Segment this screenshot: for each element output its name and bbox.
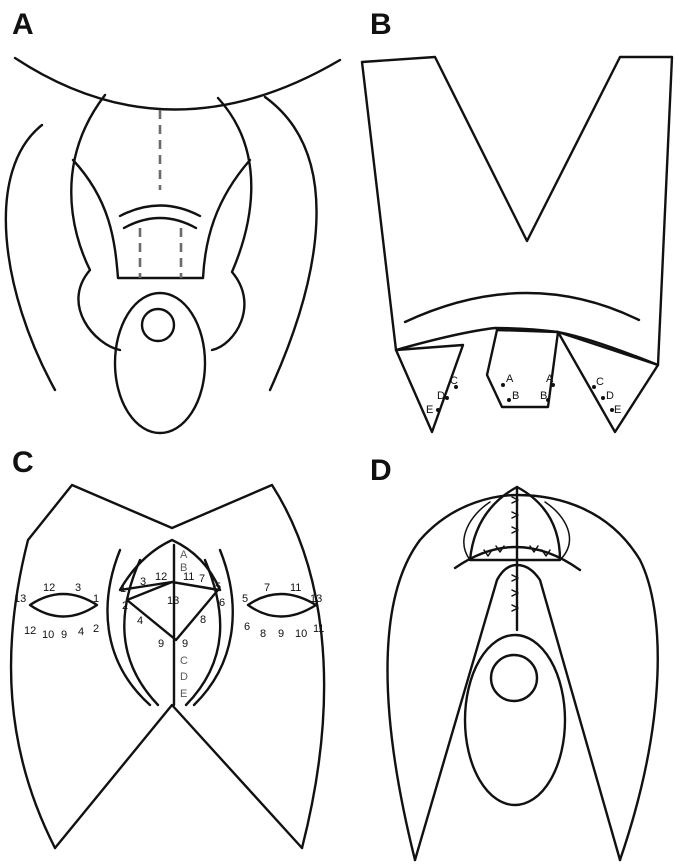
panel-c-diamond xyxy=(127,582,218,640)
panel-b-v-flap xyxy=(362,57,672,365)
panel-b-dot-d-left xyxy=(445,396,449,400)
panel-c: C A B C D E 13 12 3 1 12 10 9 4 2 xyxy=(11,446,324,848)
panel-c-inner-v xyxy=(55,705,302,848)
panel-b-label-c-right: C xyxy=(596,376,604,388)
panel-c-num-10-right: 10 xyxy=(295,628,307,640)
panel-b-dot-b-left xyxy=(507,398,511,402)
panel-c-curve-1 xyxy=(108,550,150,705)
panel-c-num-3-center: 3 xyxy=(140,576,146,588)
panel-b-label-c-left: C xyxy=(450,375,458,387)
panel-c-num-12-center: 12 xyxy=(155,571,167,583)
panel-c-num-11-center: 11 xyxy=(183,571,194,583)
panel-c-num-9-center-left: 9 xyxy=(158,638,164,650)
panel-c-suture-e: E xyxy=(180,688,187,700)
panel-c-label: C xyxy=(12,446,34,479)
panel-c-num-6-right: 6 xyxy=(244,621,250,633)
panel-b-arc xyxy=(405,293,639,322)
panel-b-label-e-right: E xyxy=(614,404,621,416)
panel-b-dot-d-right xyxy=(601,396,605,400)
panel-a-label: A xyxy=(12,8,34,41)
panel-a-upper-curve xyxy=(15,58,340,110)
panel-b-dot-a-left xyxy=(501,383,505,387)
panel-c-num-4-center: 4 xyxy=(137,615,143,627)
panel-c-right-eye xyxy=(248,594,316,617)
panel-a: A xyxy=(6,8,340,433)
panel-c-suture-a: A xyxy=(180,549,188,561)
panel-b-dot-e-left xyxy=(436,408,440,412)
panel-c-num-2-center: 2 xyxy=(122,600,128,612)
panel-a-circle xyxy=(142,309,174,341)
panel-b-label-b-left: B xyxy=(512,390,519,402)
panel-d-label: D xyxy=(370,454,392,487)
panel-c-num-12-left-top: 12 xyxy=(43,582,55,594)
panel-b-label-e-left: E xyxy=(426,404,433,416)
panel-c-num-3-left: 3 xyxy=(75,582,81,594)
panel-c-num-8-center: 8 xyxy=(200,614,206,626)
panel-d: D xyxy=(370,454,658,860)
panel-c-left-eye xyxy=(30,594,97,617)
panel-c-num-1-center: 1 xyxy=(120,583,126,595)
panel-c-num-2-left: 2 xyxy=(93,623,99,635)
panel-a-right-inner-contour xyxy=(212,98,251,350)
panel-a-arc-lower xyxy=(124,218,196,228)
panel-c-num-12-left-bottom: 12 xyxy=(24,625,36,637)
panel-c-suture-c: C xyxy=(180,655,188,667)
panel-c-num-7-center: 7 xyxy=(199,573,205,585)
panel-c-num-9-right: 9 xyxy=(278,628,284,640)
panel-b-label-d-left: D xyxy=(437,390,445,402)
panel-a-arc-upper xyxy=(120,206,200,217)
panel-c-suture-d: D xyxy=(180,671,188,683)
panel-c-num-9-center-right: 9 xyxy=(182,638,188,650)
panel-c-num-9-left: 9 xyxy=(61,629,67,641)
panel-b-label-a-right: A xyxy=(546,373,554,385)
panel-a-right-outer-curve xyxy=(265,97,317,390)
panel-c-num-6-center: 6 xyxy=(219,597,225,609)
panel-b-label: B xyxy=(370,8,392,41)
panel-c-num-10-left: 10 xyxy=(42,629,54,641)
panel-c-num-13-center: 13 xyxy=(167,595,179,607)
panel-c-num-11-right-bottom: 11 xyxy=(313,623,324,635)
panel-a-left-inner-contour xyxy=(71,95,120,350)
panel-c-num-13-right: 13 xyxy=(310,593,322,605)
panel-a-left-outer-curve xyxy=(6,125,55,390)
panel-d-inner-right xyxy=(517,565,620,860)
panel-b-label-b-right: B xyxy=(540,390,547,402)
panel-c-num-13-left: 13 xyxy=(14,593,26,605)
panel-c-num-5-center: 5 xyxy=(215,581,221,593)
panel-d-oval xyxy=(465,635,565,805)
panel-b: B C D E A B A B C D E xyxy=(362,8,672,432)
panel-c-num-5-right: 5 xyxy=(242,593,248,605)
panel-b-left-triangle xyxy=(396,345,463,432)
panel-c-num-8-right: 8 xyxy=(260,628,266,640)
panel-b-label-a-left: A xyxy=(506,373,514,385)
panel-c-outer-flap xyxy=(11,485,324,848)
panel-c-num-11-right: 11 xyxy=(290,582,301,594)
panel-c-num-1-left: 1 xyxy=(93,593,99,605)
panel-c-num-7-right: 7 xyxy=(264,582,270,594)
panel-c-num-4-left: 4 xyxy=(78,626,84,638)
panel-d-circle xyxy=(491,655,537,701)
panel-a-oval xyxy=(115,293,205,433)
panel-b-center-trapezoid xyxy=(487,330,558,407)
panel-b-label-d-right: D xyxy=(606,390,614,402)
